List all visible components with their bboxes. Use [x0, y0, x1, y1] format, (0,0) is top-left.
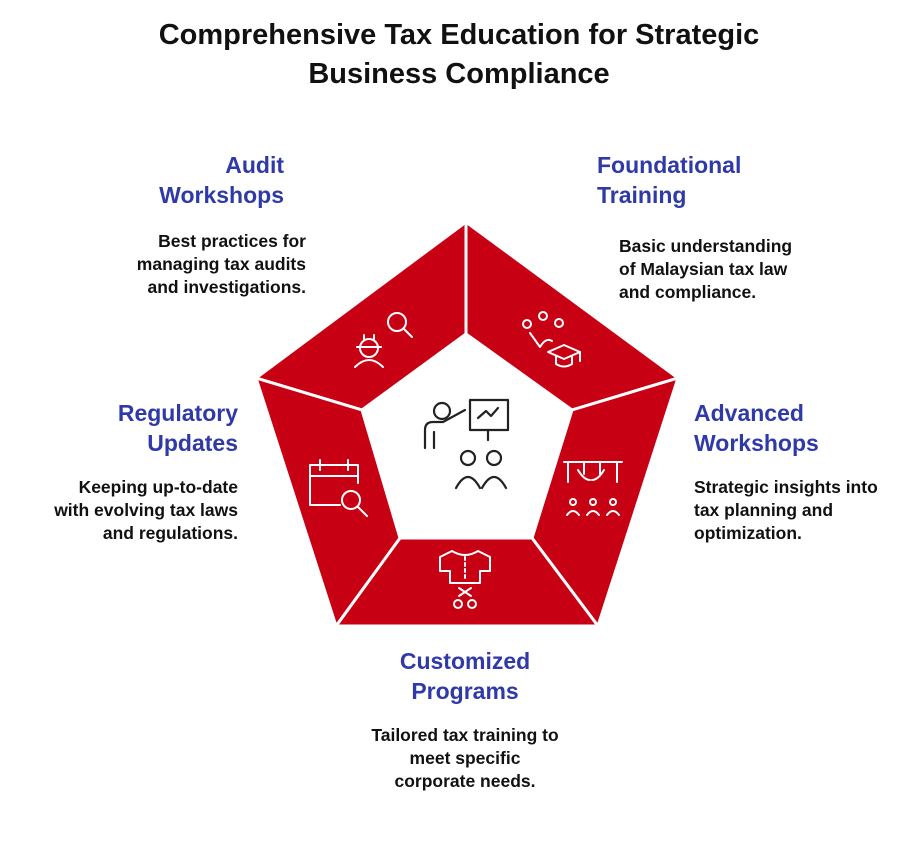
foundational-training-heading: Foundational Training	[597, 152, 742, 208]
title-line-1: Comprehensive Tax Education for Strategi…	[158, 19, 760, 51]
graduation-ideas-icon	[522, 311, 581, 368]
tailoring-shirt-icon	[439, 550, 491, 609]
page-title: Comprehensive Tax Education for Strategi…	[0, 16, 918, 94]
customized-programs-heading: Customized Programs	[399, 648, 531, 704]
pentagon-center	[362, 334, 572, 538]
advanced-workshops-heading: Advanced Workshops	[694, 400, 819, 456]
regulatory-updates-heading: Regulatory Updates	[117, 400, 238, 456]
customized-programs-description: Tailored tax training to meet specific c…	[371, 725, 559, 791]
audit-workshops-heading: Audit Workshops	[159, 152, 284, 208]
calendar-search-icon	[309, 459, 368, 517]
advanced-workshops-description: Strategic insights into tax planning and…	[694, 477, 878, 543]
title-line-2: Business Compliance	[308, 58, 610, 90]
presentation-teacher-icon	[423, 398, 510, 490]
regulatory-updates-description: Keeping up-to-date with evolving tax law…	[54, 477, 238, 543]
inspector-search-icon	[354, 312, 413, 368]
workshop-group-icon	[563, 461, 623, 516]
foundational-training-description: Basic understanding of Malaysian tax law…	[619, 236, 793, 302]
audit-workshops-description: Best practices for managing tax audits a…	[136, 231, 306, 297]
